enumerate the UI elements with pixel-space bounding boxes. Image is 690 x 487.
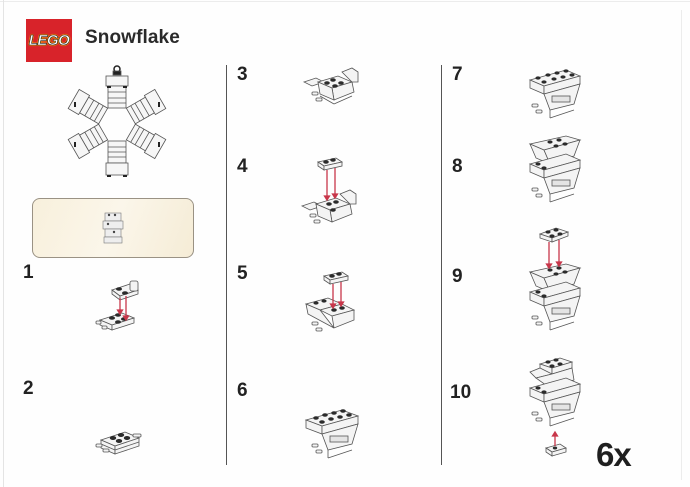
lego-logo: LEGO <box>26 19 72 62</box>
page-title: Snowflake <box>85 27 180 48</box>
step-8-illustration <box>526 134 586 210</box>
submodel-callout <box>32 198 194 258</box>
repeat-count: 6x <box>596 436 632 473</box>
step-1-illustration <box>92 278 152 338</box>
step-6-illustration <box>302 408 364 464</box>
step-number-1: 1 <box>23 262 34 283</box>
submodel-thumbnail <box>102 212 124 244</box>
snowflake-illustration <box>62 62 172 187</box>
page-edge <box>3 0 4 487</box>
lego-logo-text: LEGO <box>28 32 70 50</box>
step-4-illustration <box>300 156 366 236</box>
step-number-3: 3 <box>237 64 248 85</box>
column-divider <box>441 65 442 465</box>
step-number-9: 9 <box>452 266 463 287</box>
step-3-illustration <box>302 66 362 114</box>
step-7-illustration <box>526 66 586 126</box>
step-2-illustration <box>93 422 149 462</box>
step-10-illustration <box>526 354 586 466</box>
page-edge <box>0 1 690 2</box>
column-divider <box>226 65 227 465</box>
step-number-10: 10 <box>450 382 472 403</box>
step-number-5: 5 <box>237 263 248 284</box>
step-9-illustration <box>526 226 586 338</box>
step-number-2: 2 <box>23 378 34 399</box>
step-number-8: 8 <box>452 156 463 177</box>
page-edge <box>681 10 682 480</box>
step-5-illustration <box>302 270 368 350</box>
step-number-4: 4 <box>237 156 248 177</box>
step-number-7: 7 <box>452 64 463 85</box>
step-number-6: 6 <box>237 380 248 401</box>
